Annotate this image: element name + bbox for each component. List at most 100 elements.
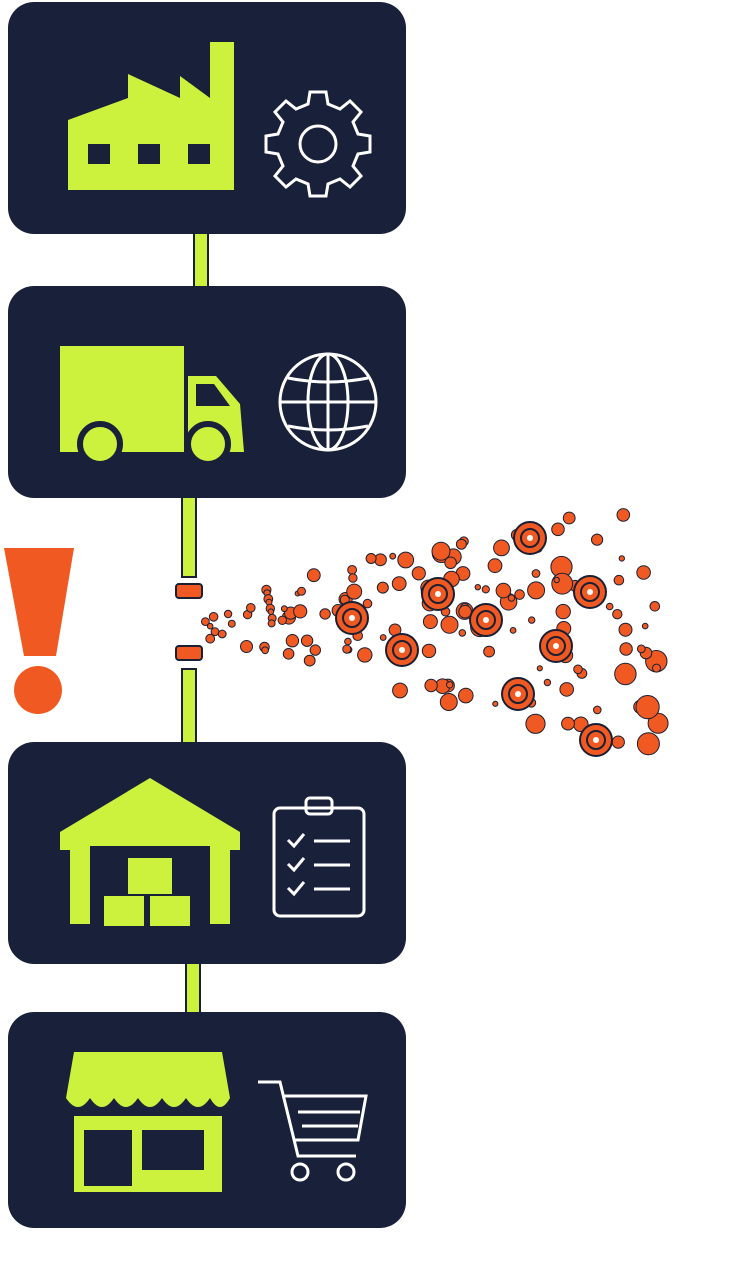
particle (348, 573, 358, 583)
particle (611, 735, 625, 749)
particle (346, 583, 363, 600)
stage-card-transport (8, 286, 406, 498)
connector-factory-truck (193, 230, 209, 290)
shopping-cart-icon (258, 1080, 368, 1182)
particle (531, 569, 541, 578)
particle (481, 585, 490, 594)
particle (591, 533, 604, 546)
particle (303, 654, 316, 667)
particle (342, 644, 352, 654)
particle (507, 594, 516, 602)
particle-ring (579, 723, 613, 757)
particle (446, 681, 454, 689)
particle-ring (421, 577, 455, 611)
particle (391, 576, 407, 591)
particle (633, 699, 648, 714)
particle (443, 570, 460, 588)
connector-break-lower-warehouse (181, 668, 197, 746)
particle (561, 716, 575, 731)
particle (421, 643, 437, 659)
particle (309, 644, 321, 656)
particle (374, 553, 387, 567)
particle (201, 617, 210, 626)
particle-ring-inner (476, 610, 496, 630)
particle (240, 640, 253, 653)
particle (616, 508, 631, 522)
particle (639, 646, 653, 660)
particle (526, 698, 537, 708)
particle (208, 612, 219, 622)
particle (619, 642, 633, 656)
particle (455, 566, 471, 581)
particle (551, 522, 565, 537)
particle (562, 511, 576, 525)
particle (347, 565, 358, 575)
particle (470, 617, 490, 638)
particle (487, 615, 496, 624)
particle (349, 604, 362, 617)
particle-ring (573, 575, 607, 609)
particle (388, 623, 402, 637)
particle (267, 608, 275, 616)
particle (523, 522, 538, 537)
particle (420, 579, 437, 596)
particle (267, 619, 276, 628)
particle-ring-inner (586, 730, 606, 750)
particle (379, 634, 387, 641)
connector-warehouse-store (185, 960, 201, 1016)
particle (573, 716, 589, 733)
particle (440, 615, 459, 634)
particle-ring-inner (508, 684, 528, 704)
particle (331, 604, 345, 617)
particle-ring-dot (399, 647, 405, 653)
particle (261, 584, 272, 596)
particle (285, 634, 300, 648)
particle-ring-inner (428, 584, 448, 604)
particle-ring (385, 633, 419, 667)
particle (460, 602, 470, 613)
particle (612, 609, 623, 620)
particle-ring-dot (483, 617, 489, 623)
particle (514, 589, 525, 600)
particle (576, 668, 588, 679)
particle-ring (469, 603, 503, 637)
particle (440, 678, 455, 693)
particle (265, 603, 275, 614)
particle (458, 687, 474, 704)
particle (548, 649, 559, 660)
particle (556, 621, 572, 636)
particle (344, 637, 352, 646)
particle (636, 565, 651, 580)
particle (223, 609, 233, 619)
particle (261, 646, 270, 655)
particle-ring-dot (515, 691, 521, 697)
particle (259, 641, 270, 653)
particle (338, 606, 346, 614)
particle (376, 581, 389, 594)
particle (424, 678, 438, 693)
stage-card-warehouse (8, 742, 406, 964)
particle (297, 586, 306, 596)
particle (499, 593, 518, 611)
stage-card-retail (8, 1012, 406, 1228)
particle (306, 568, 321, 583)
particle (205, 633, 216, 644)
particle-ring-inner (520, 528, 540, 548)
particle (263, 589, 271, 597)
particle (411, 566, 426, 581)
particle-ring (539, 629, 573, 663)
particle (618, 622, 633, 637)
particle-ring-dot (527, 535, 533, 541)
warehouse-icon (60, 778, 240, 926)
particle (263, 594, 274, 604)
gear-icon (264, 90, 372, 198)
particle (557, 647, 574, 664)
particle (527, 581, 546, 600)
particle-ring-inner (580, 582, 600, 602)
particle (569, 579, 582, 592)
exclamation-icon (4, 548, 74, 714)
particle (635, 695, 660, 720)
particle (614, 662, 637, 686)
particle (206, 622, 214, 630)
particle (397, 551, 415, 569)
